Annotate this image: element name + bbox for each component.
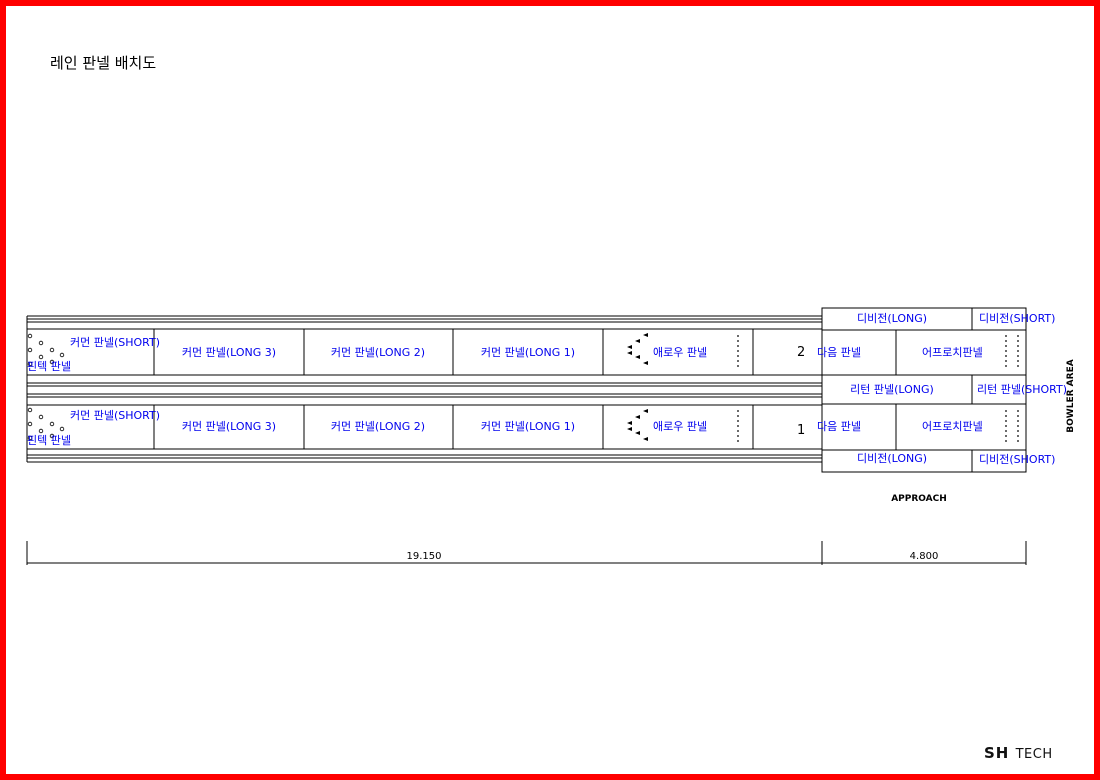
return-long-label: 리턴 판넬(LONG) — [850, 383, 934, 396]
page-title: 레인 판넬 배치도 — [50, 54, 157, 72]
pin-deck-lane-1 — [27, 407, 65, 441]
lane-1-number: 1 — [797, 423, 805, 438]
lane-1-approach-panel-label: 어프로치판넬 — [922, 420, 983, 433]
lane-1-common-long3-label: 커먼 판넬(LONG 3) — [182, 420, 276, 433]
lane-length-dimension: 19.150 — [407, 551, 442, 562]
lane-1-common-long1-label: 커먼 판넬(LONG 1) — [481, 420, 575, 433]
sh-tech-logo: SH TECH — [984, 744, 1053, 762]
lane-2-number: 2 — [797, 345, 805, 360]
dimension-line — [26, 541, 1027, 565]
division-short-bottom-label: 디비전(SHORT) — [979, 453, 1055, 466]
lane-2-common-long2-label: 커먼 판넬(LONG 2) — [331, 346, 425, 359]
division-long-top-label: 디비전(LONG) — [857, 312, 927, 325]
division-long-bottom-label: 디비전(LONG) — [857, 452, 927, 465]
lane-2-common-long1-label: 커먼 판넬(LONG 1) — [481, 346, 575, 359]
lane-2-common-short-label: 커먼 판넬(SHORT) — [70, 336, 160, 349]
guide-dots — [737, 335, 1019, 442]
pin-deck-lane-2 — [27, 333, 65, 367]
approach-label: APPROACH — [891, 494, 947, 504]
lane-1-common-short-label: 커먼 판넬(SHORT) — [70, 409, 160, 422]
bowler-area-label: BOWLER AREA — [1066, 359, 1076, 432]
logo-main: SH — [984, 744, 1010, 762]
lane-1-dot-panel-label: 다음 판넬 — [817, 420, 861, 433]
return-short-label: 리턴 판넬(SHORT) — [977, 383, 1067, 396]
logo-sub: TECH — [1015, 747, 1053, 762]
arrow-marks-lane-1 — [627, 409, 648, 441]
lane-2-pin-panel-label: 핀텍 판넬 — [27, 360, 71, 373]
lane-2-approach-panel-label: 어프로치판넬 — [922, 346, 983, 359]
lane-1-pin-panel-label: 핀텍 판넬 — [27, 434, 71, 447]
lane-2-dot-panel-label: 다음 판넬 — [817, 346, 861, 359]
division-short-top-label: 디비전(SHORT) — [979, 312, 1055, 325]
arrow-marks-lane-2 — [627, 333, 648, 365]
lane-2-common-long3-label: 커먼 판넬(LONG 3) — [182, 346, 276, 359]
approach-length-dimension: 4.800 — [910, 551, 939, 562]
lane-1-arrow-panel-label: 애로우 판넬 — [653, 420, 707, 433]
lane-2-arrow-panel-label: 애로우 판넬 — [653, 346, 707, 359]
lane-1-common-long2-label: 커먼 판넬(LONG 2) — [331, 420, 425, 433]
